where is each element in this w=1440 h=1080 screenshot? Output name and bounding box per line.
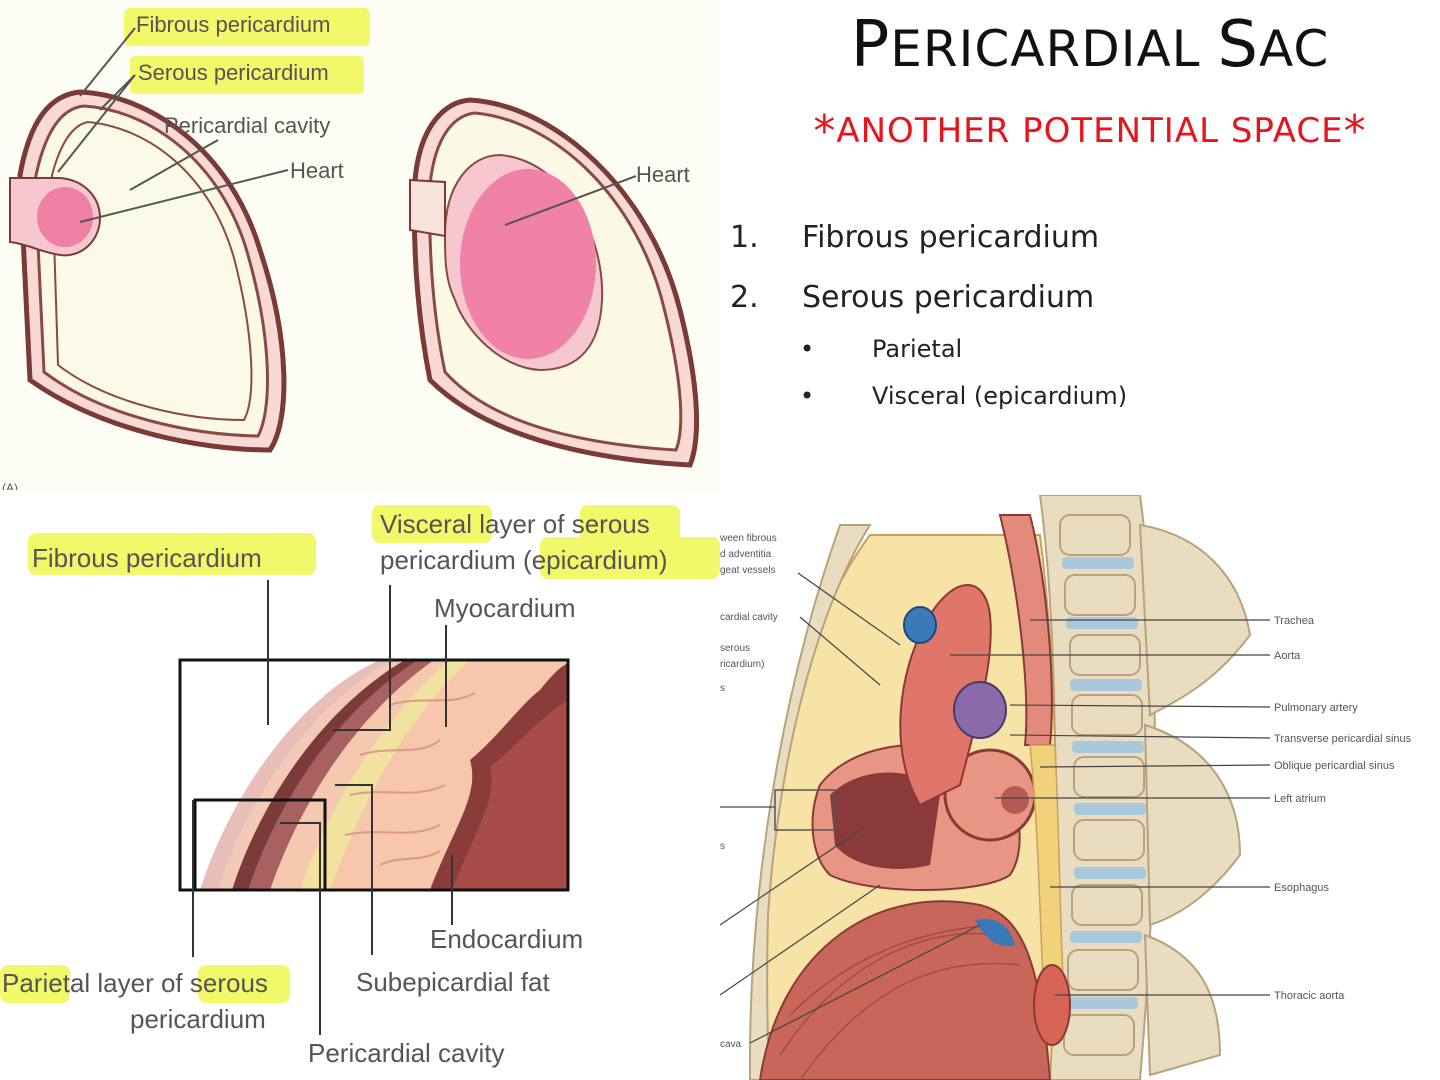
label-aorta: Aorta bbox=[1274, 650, 1301, 662]
label-left-7: s bbox=[720, 683, 725, 694]
label-left-1: ween fibrous bbox=[720, 533, 777, 544]
list-text: Fibrous pericardium bbox=[802, 220, 1100, 255]
label-left-5: serous bbox=[720, 643, 750, 654]
asterisk-left: * bbox=[813, 106, 837, 157]
layer-closeup-diagram: Fibrous pericardium Visceral layer of se… bbox=[0, 495, 720, 1080]
slide-title: PERICARDIAL SAC bbox=[850, 8, 1330, 82]
label-left-8: s bbox=[720, 841, 725, 852]
label-left-9: cava bbox=[720, 1039, 742, 1050]
thoracic-aorta-shape bbox=[1033, 964, 1071, 1046]
closeup-frame bbox=[178, 658, 570, 892]
heart-a-shape bbox=[37, 187, 93, 247]
asterisk-right: * bbox=[1343, 106, 1367, 157]
highlight-fibrous bbox=[124, 8, 370, 46]
label-left-6: ricardium) bbox=[720, 659, 764, 670]
label-heart-b: Heart bbox=[636, 162, 690, 187]
highlight-parietal bbox=[0, 965, 70, 1003]
sac-a bbox=[9, 89, 287, 453]
highlight-visceral bbox=[372, 505, 492, 543]
label-left-atrium: Left atrium bbox=[1274, 793, 1326, 805]
label-left-2: d adventitia bbox=[720, 549, 772, 560]
label-a-stray: (A) bbox=[2, 481, 18, 490]
label-trachea: Trachea bbox=[1274, 615, 1315, 627]
label-serous-a: Serous pericardium bbox=[138, 60, 329, 85]
leaders-a bbox=[57, 27, 637, 226]
bullet: • bbox=[800, 335, 815, 363]
sublist-text: Parietal bbox=[872, 335, 963, 363]
sac-b bbox=[409, 97, 700, 468]
label-left-4: cardial cavity bbox=[720, 612, 778, 623]
left-labels: ween fibrous d adventitia geat vessels c… bbox=[720, 533, 778, 1050]
list-number: 1. bbox=[730, 220, 759, 255]
label-cavity-c: Pericardial cavity bbox=[308, 1038, 505, 1068]
subtitle-text: ANOTHER POTENTIAL SPACE bbox=[836, 111, 1344, 151]
list-text: Serous pericardium bbox=[802, 280, 1095, 315]
label-parietal-2: pericardium bbox=[130, 1004, 266, 1034]
label-subepicardial: Subepicardial fat bbox=[356, 967, 550, 997]
sublist-text: Visceral (epicardium) bbox=[872, 382, 1128, 410]
highlight-fibrous-c bbox=[28, 533, 316, 575]
tissue-layers bbox=[180, 660, 568, 890]
leaders-c bbox=[192, 580, 453, 1035]
sagittal-thorax-diagram: ween fibrous d adventitia geat vessels c… bbox=[720, 495, 1440, 1080]
highlight-serous-top bbox=[580, 505, 680, 543]
slide-subtitle: *ANOTHER POTENTIAL SPACE* bbox=[770, 106, 1410, 157]
label-pulmonary-artery: Pulmonary artery bbox=[1274, 702, 1358, 714]
svc-shape bbox=[903, 606, 937, 644]
right-labels: Trachea Aorta Pulmonary artery Transvers… bbox=[1274, 615, 1412, 1002]
label-fibrous-a: Fibrous pericardium bbox=[136, 12, 330, 37]
highlight-serous-bottom bbox=[198, 965, 290, 1003]
label-visceral-2: pericardium (epicardium) bbox=[380, 545, 668, 575]
label-left-3: geat vessels bbox=[720, 565, 776, 576]
label-myocardium: Myocardium bbox=[434, 593, 576, 623]
leaders-d bbox=[720, 572, 1271, 1044]
inset-box bbox=[774, 789, 836, 831]
sac-diagram: Fibrous pericardium Serous pericardium P… bbox=[0, 0, 720, 490]
pulmonary-artery-shape bbox=[953, 681, 1007, 739]
highlight-epicardium bbox=[540, 537, 720, 579]
label-heart-a: Heart bbox=[290, 158, 344, 183]
inset-frame bbox=[193, 798, 327, 892]
label-fibrous-c: Fibrous pericardium bbox=[32, 543, 262, 573]
label-transverse-sinus: Transverse pericardial sinus bbox=[1274, 733, 1412, 745]
bullet: • bbox=[800, 382, 815, 410]
heart-b-shape bbox=[460, 169, 596, 359]
label-esophagus: Esophagus bbox=[1274, 882, 1330, 894]
label-parietal-1: Parietal layer of serous bbox=[2, 968, 268, 998]
label-thoracic-aorta: Thoracic aorta bbox=[1274, 990, 1345, 1002]
list-number: 2. bbox=[730, 280, 759, 315]
highlight-serous bbox=[130, 56, 364, 94]
label-visceral-1: Visceral layer of serous bbox=[380, 509, 650, 539]
discs bbox=[1062, 557, 1146, 1009]
label-endocardium: Endocardium bbox=[430, 924, 583, 954]
label-oblique-sinus: Oblique pericardial sinus bbox=[1274, 760, 1395, 772]
label-cavity-a: Pericardial cavity bbox=[164, 113, 330, 138]
